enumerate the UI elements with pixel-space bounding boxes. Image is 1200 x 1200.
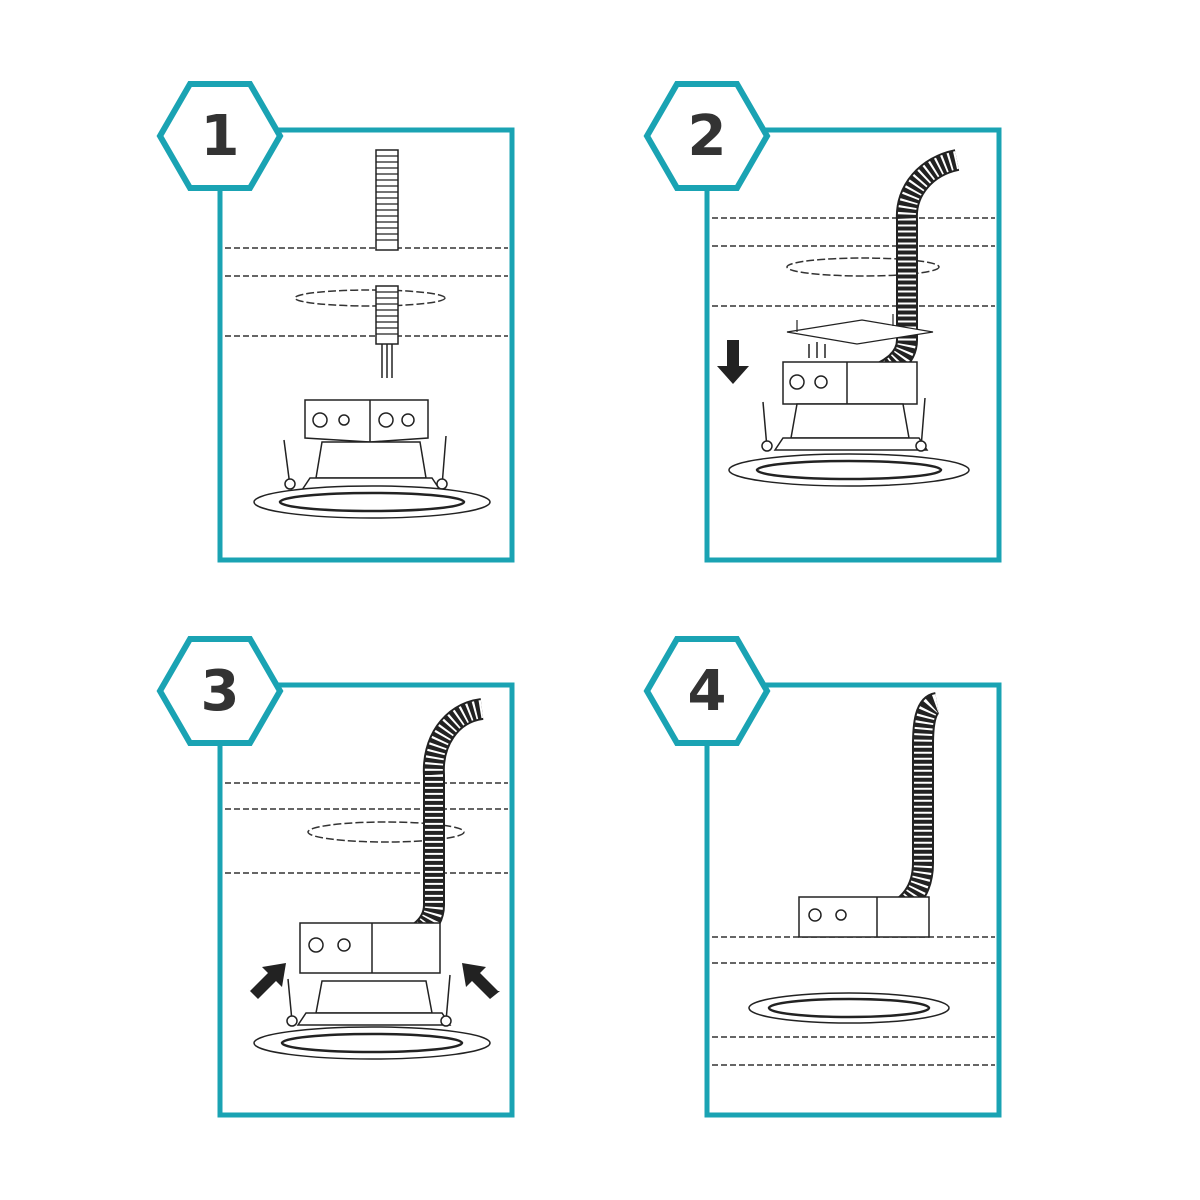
recessed-light-fixture-icon [728,397,970,487]
step-frame [217,682,515,1118]
ceiling-lines [225,782,508,874]
down-arrow-icon [717,340,749,384]
up-arrows-icon [808,342,826,358]
junction-box-icon [304,399,429,443]
push-up-arrow-left-icon [248,963,286,999]
junction-box-cover-plate-icon [786,314,934,345]
wire-leads-icon [381,344,393,378]
junction-box-icon [782,361,918,405]
flexible-conduit-icon [375,149,399,345]
recessed-light-fixture-icon [253,974,491,1060]
push-up-arrow-right-icon [462,963,500,999]
step-frame [704,127,1002,563]
junction-box-icon [299,922,441,974]
ceiling-hole [786,257,940,277]
flexible-conduit-icon [863,149,960,389]
step-4-panel: 4 [637,625,1007,1125]
ceiling-hole [307,821,465,843]
step-frame [704,682,1002,1118]
installed-trim-ring-icon [748,992,950,1024]
ceiling-lines [712,936,995,1066]
step-badge-hexagon [156,81,284,191]
step-2-panel: 2 [637,70,1007,570]
step-badge-hexagon [643,636,771,746]
ceiling-hole [294,289,446,307]
ceiling-lines [225,247,508,337]
step-frame [217,127,515,563]
recessed-light-fixture-icon [253,435,491,519]
junction-box-icon [798,896,930,938]
step-badge-hexagon [643,81,771,191]
step-badge-hexagon [156,636,284,746]
ceiling-lines [712,217,995,307]
step-1-panel: 1 [150,70,520,570]
step-3-panel: 3 [150,625,520,1125]
